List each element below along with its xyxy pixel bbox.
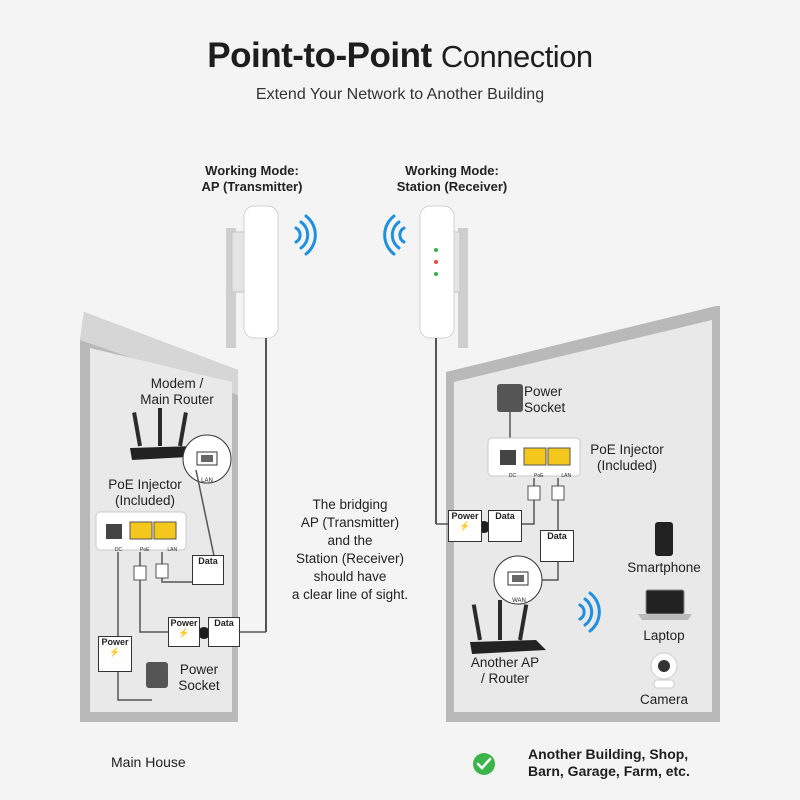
- lan-port-label: LAN: [201, 478, 213, 484]
- note-line-4: Station (Receiver): [295, 551, 405, 566]
- power-tag-right: Power ⚡: [448, 510, 482, 542]
- poe-injector-left-label: PoE Injector (Included): [90, 477, 200, 509]
- router-icon: [470, 600, 546, 654]
- another-building-label: Another Building, Shop, Barn, Garage, Fa…: [528, 746, 690, 780]
- poe-ports-left: DC PoE LAN: [106, 542, 186, 558]
- data-tag-text: Data: [495, 511, 515, 521]
- power-socket-right-label: Power Socket: [524, 384, 578, 416]
- lightning-icon: ⚡: [178, 628, 190, 638]
- plus-sign-left: [198, 627, 210, 639]
- modem-label-line1: Modem /: [150, 376, 204, 391]
- power-adapter-icon: [146, 662, 168, 688]
- poe-label-right-line1: PoE Injector: [590, 442, 664, 457]
- port-poe: PoE: [140, 547, 150, 553]
- power-socket-left-line1: Power: [179, 662, 219, 677]
- note-line-1: The bridging: [312, 497, 388, 512]
- smartphone-icon: [655, 522, 673, 556]
- transmitter-mode-value: AP (Transmitter): [201, 179, 303, 194]
- page-title: Point-to-Point Connection: [0, 36, 800, 76]
- check-icon: [473, 753, 495, 775]
- wifi-signal-icon: [294, 214, 317, 256]
- receiver-mode: Working Mode: Station (Receiver): [380, 163, 524, 195]
- receiver-mode-value: Station (Receiver): [396, 179, 508, 194]
- note-line-5: should have: [313, 569, 387, 584]
- lan-port-zoom: [182, 434, 232, 484]
- data-tag-text: Data: [198, 556, 218, 566]
- receiver-mode-label: Working Mode:: [405, 163, 499, 178]
- port-lan: LAN: [561, 473, 572, 479]
- receiver-antenna: [419, 205, 468, 524]
- another-building-line2: Barn, Garage, Farm, etc.: [528, 763, 690, 779]
- power-socket-left-label: Power Socket: [172, 662, 226, 694]
- data-tag-right-vertical: Data: [540, 530, 574, 562]
- lightning-icon: ⚡: [459, 521, 471, 531]
- wifi-signal-icon: [383, 214, 406, 256]
- modem-label-line2: Main Router: [140, 392, 214, 407]
- transmitter-mode: Working Mode: AP (Transmitter): [182, 163, 322, 195]
- poe-label-left-line2: (Included): [114, 493, 176, 508]
- poe-injector-left: [95, 511, 187, 551]
- laptop-label: Laptop: [643, 628, 685, 643]
- wifi-signal-icon: [578, 591, 601, 633]
- ethernet-plug: [133, 563, 169, 581]
- port-dc: DC: [114, 547, 123, 553]
- poe-injector-right-label: PoE Injector (Included): [584, 442, 670, 474]
- line-of-sight-note: The bridging AP (Transmitter) and the St…: [282, 496, 418, 604]
- port-lan: LAN: [167, 547, 178, 553]
- data-tag-left-vertical: Data: [192, 555, 224, 585]
- note-line-3: and the: [327, 533, 373, 548]
- title-bold: Point-to-Point: [207, 36, 432, 75]
- laptop-icon: [638, 589, 692, 620]
- router-label-line1: Another AP: [470, 655, 540, 670]
- port-dc: DC: [508, 473, 517, 479]
- power-tag-text: Power: [170, 618, 198, 628]
- smartphone-label: Smartphone: [627, 560, 701, 575]
- power-tag-text: Power: [451, 511, 479, 521]
- poe-injector-right: [487, 437, 581, 477]
- main-house-label: Main House: [111, 754, 186, 770]
- port-poe: PoE: [534, 473, 544, 479]
- note-line-6: a clear line of sight.: [291, 587, 409, 602]
- page-subtitle: Extend Your Network to Another Building: [255, 86, 545, 103]
- power-socket-right-line2: Socket: [524, 400, 566, 415]
- wan-port-zoom: [493, 555, 543, 605]
- note-line-2: AP (Transmitter): [300, 515, 400, 530]
- power-socket-left-line2: Socket: [178, 678, 220, 693]
- camera-icon: [650, 652, 678, 689]
- transmitter-antenna: [226, 205, 279, 632]
- poe-ports-right: DC PoE LAN: [500, 468, 580, 484]
- power-tag-text: Power: [101, 637, 129, 647]
- wan-port-label: WAN: [512, 598, 526, 604]
- data-tag-right: Data: [488, 510, 522, 542]
- data-tag-text: Data: [214, 618, 234, 628]
- camera-label: Camera: [639, 692, 688, 707]
- title-regular: Connection: [440, 39, 593, 74]
- data-tag-left: Data: [208, 617, 240, 647]
- another-router-label: Another AP / Router: [460, 655, 550, 687]
- data-tag-text: Data: [547, 531, 567, 541]
- poe-label-right-line2: (Included): [596, 458, 658, 473]
- poe-label-left-line1: PoE Injector: [108, 477, 182, 492]
- router-label-line2: / Router: [480, 671, 530, 686]
- power-tag-left: Power ⚡: [168, 617, 200, 647]
- transmitter-mode-label: Working Mode:: [205, 163, 299, 178]
- modem-label: Modem / Main Router: [122, 376, 232, 408]
- lightning-icon: ⚡: [109, 647, 121, 657]
- power-tag-left-vertical: Power ⚡: [98, 636, 132, 672]
- another-building-line1: Another Building, Shop,: [528, 746, 689, 762]
- ethernet-plug: [527, 485, 565, 501]
- power-socket-right-line1: Power: [524, 384, 563, 399]
